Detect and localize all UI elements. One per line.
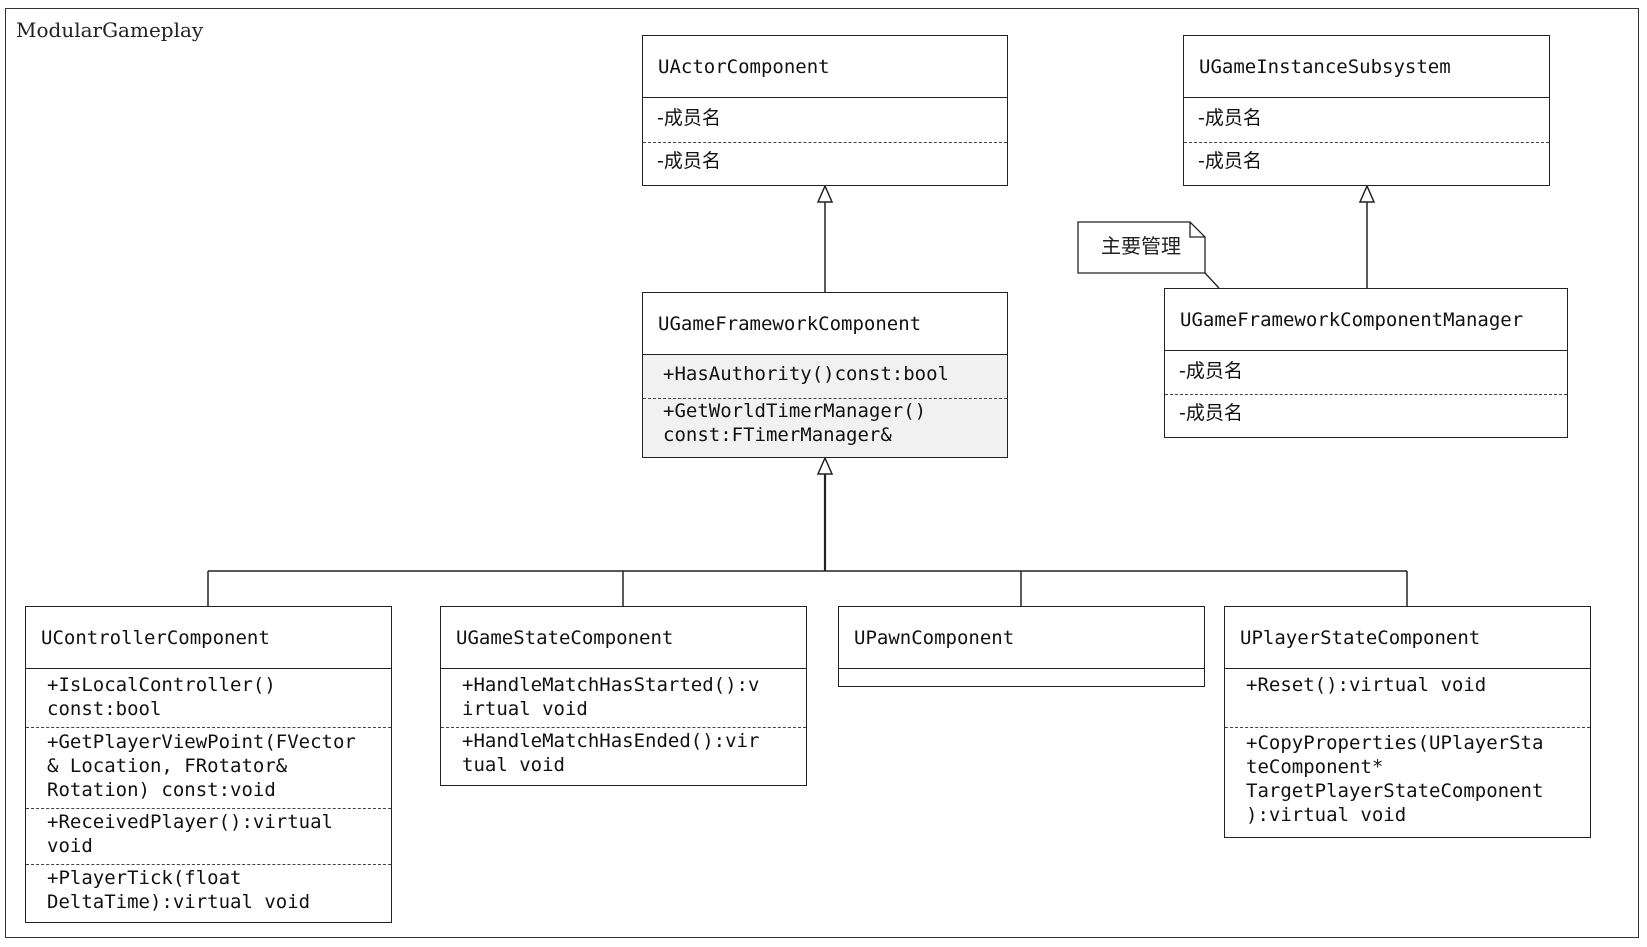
class-uactorcomponent[interactable]: UActorComponent -成员名 -成员名: [642, 35, 1008, 186]
class-ugamestatecomponent[interactable]: UGameStateComponent +HandleMatchHasStart…: [440, 606, 807, 786]
class-name: UGameFrameworkComponent: [643, 293, 1007, 355]
class-method: +PlayerTick(float DeltaTime):virtual voi…: [26, 864, 391, 921]
package-frame: [5, 8, 1639, 938]
class-member: -成员名: [1179, 360, 1243, 382]
class-name: UControllerComponent: [26, 607, 391, 669]
class-member: -成员名: [1184, 142, 1549, 184]
class-method: +HandleMatchHasStarted():v irtual void: [462, 674, 760, 720]
class-name: UPawnComponent: [839, 607, 1204, 669]
class-name: UPlayerStateComponent: [1225, 607, 1590, 669]
class-method: +IsLocalController() const:bool: [47, 674, 276, 720]
class-method: +Reset():virtual void: [1246, 674, 1487, 696]
class-method: +HasAuthority()const:bool: [643, 355, 1007, 398]
class-ugameinstancesubsystem[interactable]: UGameInstanceSubsystem -成员名 -成员名: [1183, 35, 1550, 186]
class-upawncomponent[interactable]: UPawnComponent: [838, 606, 1205, 687]
class-method: +GetPlayerViewPoint(FVector & Location, …: [26, 727, 391, 808]
class-member: -成员名: [643, 142, 1007, 184]
class-name: UGameStateComponent: [441, 607, 806, 669]
class-name: UActorComponent: [643, 36, 1007, 98]
inheritance-arrowhead: [1358, 184, 1376, 203]
package-title: ModularGameplay: [16, 18, 204, 42]
class-ucontrollercomponent[interactable]: UControllerComponent +IsLocalController(…: [25, 606, 392, 923]
note-anchor-line: [1204, 272, 1220, 289]
class-ugameframeworkcomponent[interactable]: UGameFrameworkComponent +HasAuthority()c…: [642, 292, 1008, 458]
class-member: -成员名: [1165, 394, 1567, 436]
class-ugameframeworkcomponentmanager[interactable]: UGameFrameworkComponentManager -成员名 -成员名: [1164, 288, 1568, 438]
class-uplayerstatecomponent[interactable]: UPlayerStateComponent +Reset():virtual v…: [1224, 606, 1591, 838]
class-method: +HandleMatchHasEnded():vir tual void: [441, 727, 806, 782]
class-method: +CopyProperties(UPlayerSta teComponent* …: [1225, 727, 1590, 833]
note-shape: [1077, 221, 1206, 274]
class-name: UGameInstanceSubsystem: [1184, 36, 1549, 98]
inheritance-arrowhead: [816, 184, 834, 203]
class-member: -成员名: [657, 107, 721, 129]
note: 主要管理: [1073, 222, 1205, 273]
class-method: +GetWorldTimerManager() const:FTimerMana…: [643, 398, 1007, 457]
class-name: UGameFrameworkComponentManager: [1165, 289, 1567, 351]
note-fold: [1189, 222, 1205, 238]
inheritance-arrowhead: [816, 456, 834, 475]
class-method: +ReceivedPlayer():virtual void: [26, 808, 391, 864]
class-member: -成员名: [1198, 107, 1262, 129]
note-text: 主要管理: [1101, 234, 1181, 258]
